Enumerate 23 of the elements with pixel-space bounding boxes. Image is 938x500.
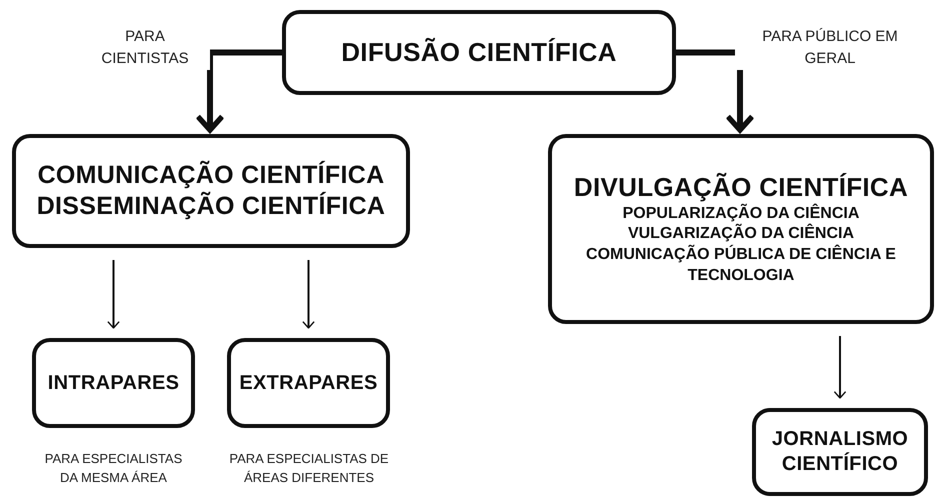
box-heading: INTRAPARES <box>48 370 180 396</box>
box-heading: DISSEMINAÇÃO CIENTÍFICA <box>36 191 386 222</box>
box-heading: JORNALISMO CIENTÍFICO <box>770 427 910 477</box>
concept-box <box>32 338 195 428</box>
concept-box <box>548 134 934 324</box>
box-heading: EXTRAPARES <box>239 370 378 396</box>
box-subtext: VULGARIZAÇÃO DA CIÊNCIA <box>628 224 854 244</box>
box-subtext: COMUNICAÇÃO PÚBLICA DE CIÊNCIA E TECNOLOGIA <box>585 245 897 286</box>
box-heading: COMUNICAÇÃO CIENTÍFICA <box>38 160 384 191</box>
concept-box <box>12 134 410 248</box>
arrow <box>834 336 846 399</box>
arrow <box>302 260 315 329</box>
concept-box <box>752 408 928 496</box>
arrow <box>107 260 120 329</box>
box-subtext: POPULARIZAÇÃO DA CIÊNCIA <box>622 204 860 224</box>
box-caption: PARA ESPECIALISTAS DE ÁREAS DIFERENTES <box>228 450 390 487</box>
concept-box <box>227 338 390 428</box>
box-caption: PARA ESPECIALISTAS DA MESMA ÁREA <box>44 450 184 487</box>
arrow <box>195 50 282 133</box>
box-heading: DIVULGAÇÃO CIENTÍFICA <box>574 171 908 204</box>
box-heading: DIFUSÃO CIENTÍFICA <box>341 36 617 69</box>
arrow <box>676 50 755 133</box>
concept-box <box>282 10 676 95</box>
